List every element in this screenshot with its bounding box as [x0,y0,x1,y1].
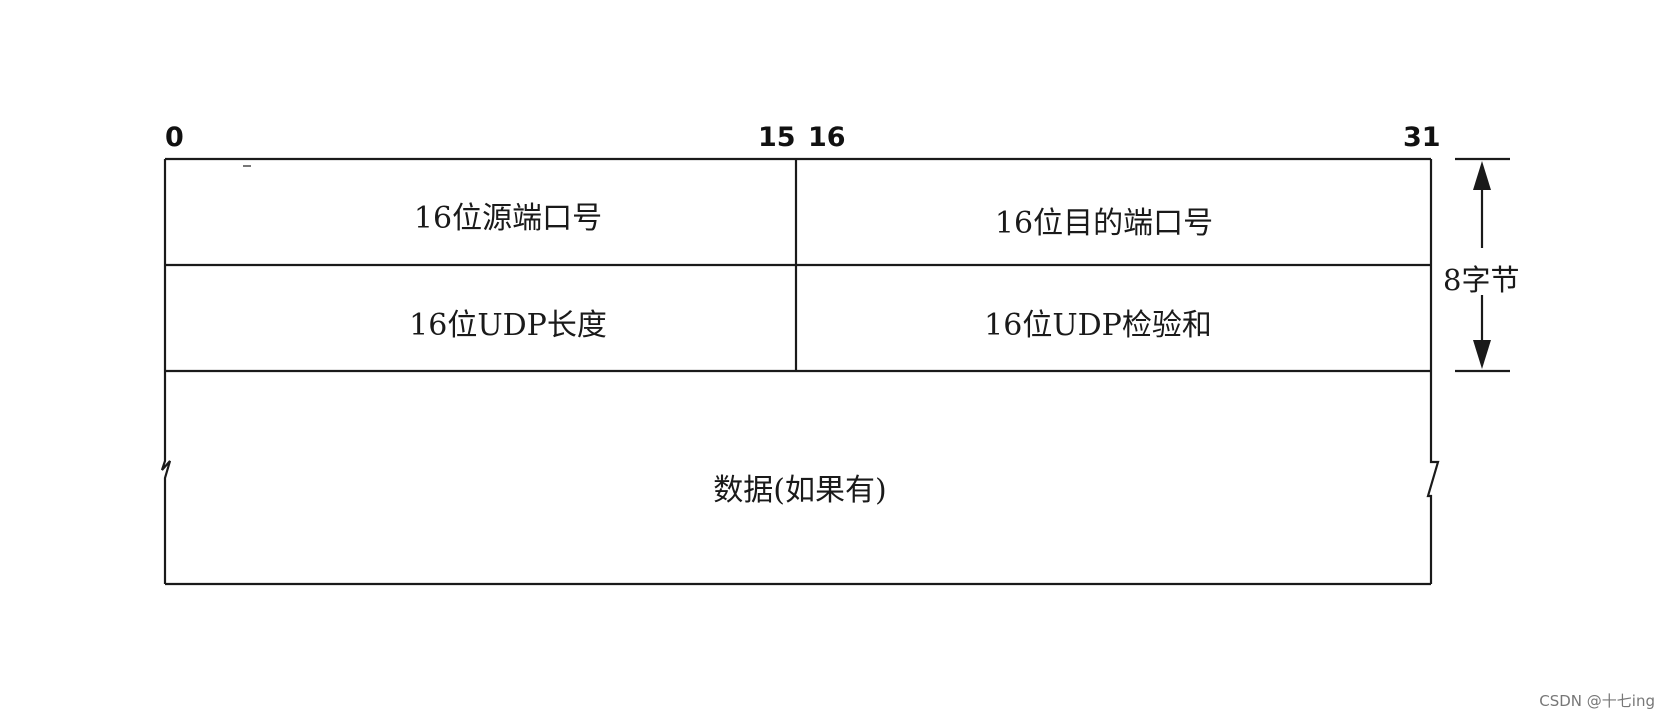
bit-label-0: 0 [165,122,184,153]
header-size-label: 8字节 [1443,263,1520,297]
bit-label-16: 16 [808,122,846,153]
udp-length-field: 16位UDP长度 [409,308,607,343]
right-border-break [1426,159,1440,584]
data-field: 数据(如果有) [713,473,887,508]
udp-checksum-field: 16位UDP检验和 [984,308,1212,343]
bit-label-31: 31 [1403,122,1441,153]
left-border-break [160,159,172,584]
destination-port-field: 16位目的端口号 [994,206,1214,241]
bit-label-15: 15 [758,122,796,153]
watermark: CSDN @十七ing [1539,692,1655,710]
source-port-field: 16位源端口号 [413,201,603,236]
arrow-up-icon [1473,161,1491,190]
arrow-down-icon [1473,340,1491,369]
scan-mark [243,165,251,167]
